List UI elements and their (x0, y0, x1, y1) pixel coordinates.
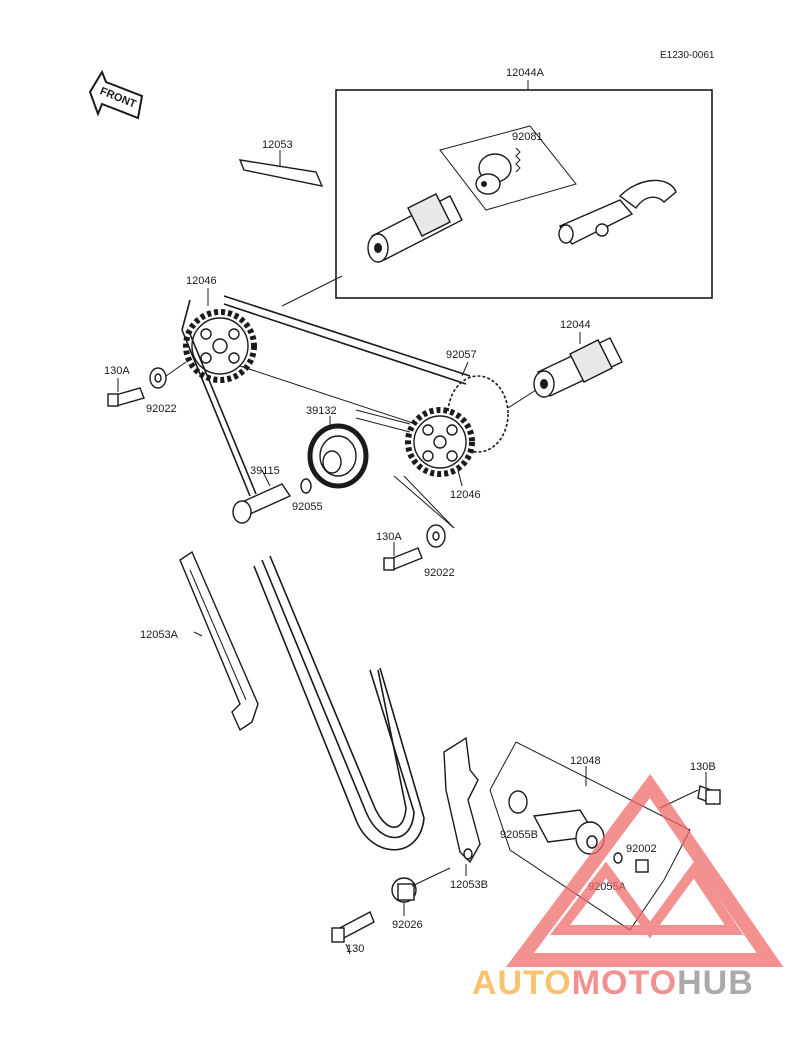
label-92081: 92081 (512, 131, 543, 143)
label-12053: 12053 (262, 139, 293, 151)
label-92055: 92055 (292, 501, 323, 513)
sprocket-top-12046: 12046 (183, 275, 257, 383)
label-39115: 39115 (250, 465, 280, 477)
tensioner-part (532, 809, 605, 855)
cam-piece-part (475, 153, 512, 195)
watermark-auto: AUTO (472, 964, 572, 1002)
camshaft-12044: 12044 (533, 319, 623, 398)
label-92002: 92002 (626, 843, 657, 855)
front-arrow-icon: FRONT (88, 69, 144, 120)
watermark-hub: HUB (677, 964, 754, 1002)
label-12044A: 12044A (506, 67, 545, 79)
label-130A-mid: 130A (376, 531, 402, 543)
collar-92026: 92026 (391, 867, 451, 931)
sprocket-mid-12046: 12046 (405, 407, 481, 501)
oring-92055A (613, 852, 623, 864)
washer-92022-mid: 92022 (424, 524, 455, 579)
pulley-39132: 39132 (306, 405, 411, 489)
chain-guide-12053B: 12053B (443, 736, 488, 891)
label-12048: 12048 (570, 755, 601, 767)
label-92055B: 92055B (500, 829, 538, 841)
watermark-moto: MOTO (572, 964, 677, 1002)
svg-text:AUTOMOTOHUB: AUTOMOTOHUB (472, 964, 754, 1002)
camshaft-assembly-box: 12044A 92081 (335, 67, 713, 299)
label-12053A: 12053A (140, 629, 179, 641)
label-92026: 92026 (392, 919, 423, 931)
bolt-130A-mid: 130A (376, 531, 423, 571)
label-130A-top: 130A (104, 365, 130, 377)
tensioner-box: 12048 92055B 92055A 92002 (489, 741, 691, 931)
oring-92055B (508, 790, 528, 814)
spring-part (515, 147, 521, 173)
label-92022-mid: 92022 (424, 567, 455, 579)
shaft-39115: 39115 (232, 465, 292, 524)
chain-guide-12053A: 12053A (140, 550, 259, 732)
cam-chain-lower (253, 555, 425, 851)
diagram-code: E1230-0061 (660, 50, 715, 61)
label-92022-top: 92022 (146, 403, 177, 415)
label-12053B: 12053B (450, 879, 488, 891)
label-39132: 39132 (306, 405, 337, 417)
bolt-130A-top: 130A (104, 365, 145, 407)
cap-92002 (635, 859, 649, 873)
cam-chain-upper (181, 295, 471, 497)
label-12046-top: 12046 (186, 275, 217, 287)
oring-92055: 92055 (292, 478, 323, 513)
label-12044: 12044 (560, 319, 591, 331)
label-92057: 92057 (446, 349, 477, 361)
label-12046-mid: 12046 (450, 489, 481, 501)
label-130B: 130B (690, 761, 716, 773)
washer-92022-top: 92022 (146, 361, 187, 415)
bolt-130: 130 (331, 911, 375, 955)
rocker-arm-part (558, 179, 677, 245)
bolt-130B: 130B (659, 761, 721, 809)
camshaft-part (367, 193, 463, 263)
label-130: 130 (346, 943, 364, 955)
automotohub-watermark: AUTOMOTOHUB (472, 774, 784, 1002)
chain-guide-12053: 12053 (238, 139, 324, 187)
